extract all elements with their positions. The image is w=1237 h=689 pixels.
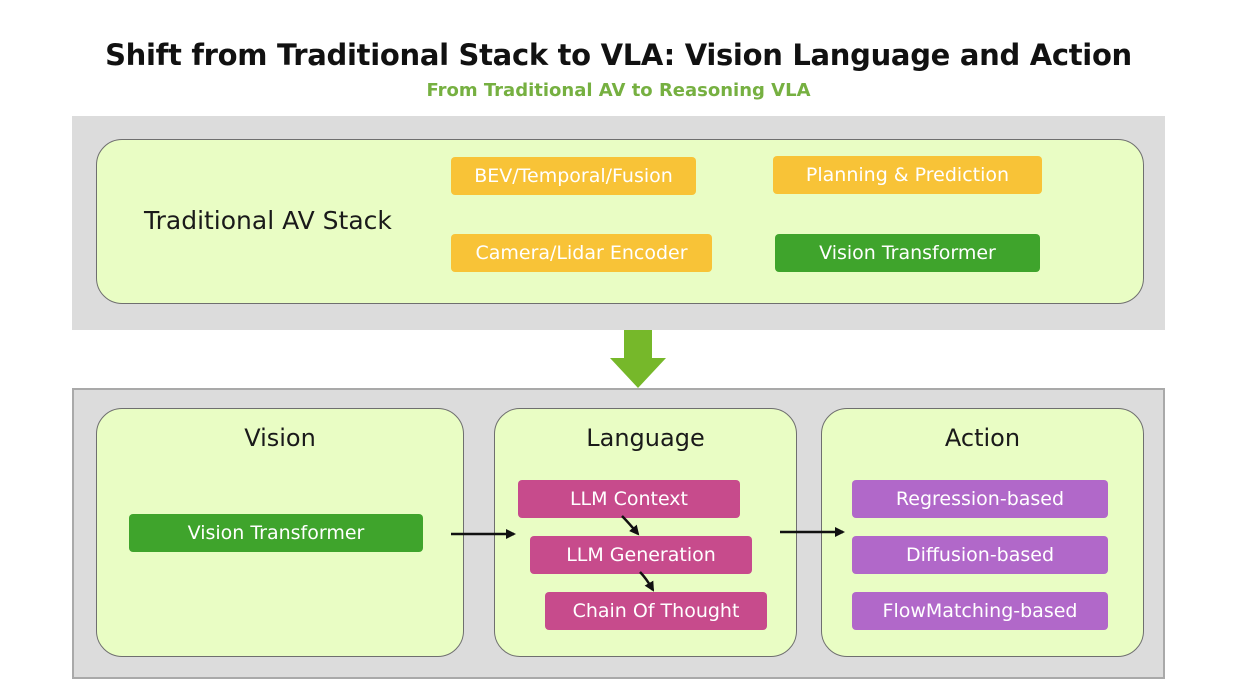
flowmatching-based-box: FlowMatching-based	[852, 592, 1108, 630]
page-title: Shift from Traditional Stack to VLA: Vis…	[105, 38, 1132, 72]
action-heading: Action	[944, 424, 1021, 452]
planning-prediction-box: Planning & Prediction	[773, 156, 1042, 194]
down-arrow-icon	[610, 330, 666, 388]
page-subtitle: From Traditional AV to Reasoning VLA	[426, 80, 811, 101]
llm-context-box: LLM Context	[518, 480, 740, 518]
language-heading: Language	[586, 424, 705, 452]
camera-lidar-encoder-box: Camera/Lidar Encoder	[451, 234, 712, 272]
diffusion-based-box: Diffusion-based	[852, 536, 1108, 574]
traditional-stack-label: Traditional AV Stack	[144, 206, 392, 235]
regression-based-box: Regression-based	[852, 480, 1108, 518]
llm-generation-box: LLM Generation	[530, 536, 752, 574]
vision-heading: Vision	[244, 424, 316, 452]
chain-of-thought-box: Chain Of Thought	[545, 592, 767, 630]
vision-transformer-box-top: Vision Transformer	[775, 234, 1040, 272]
bev-temporal-fusion-box: BEV/Temporal/Fusion	[451, 157, 696, 195]
vision-transformer-box: Vision Transformer	[129, 514, 423, 552]
